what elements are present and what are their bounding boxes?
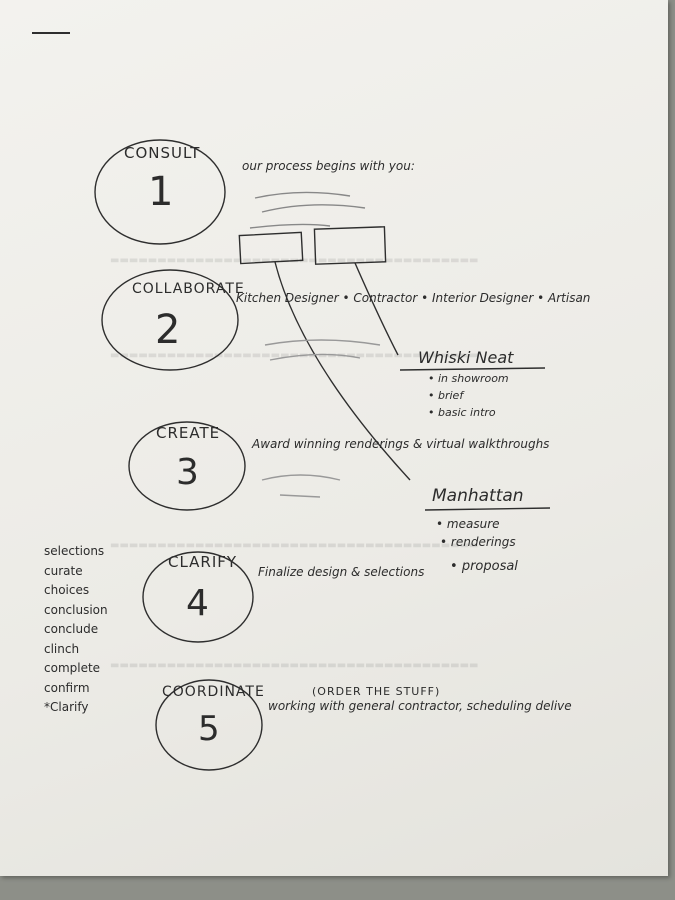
circle-step-3 <box>128 421 246 511</box>
underline-whiski <box>399 367 546 371</box>
step-2-note: Kitchen Designer • Contractor • Interior… <box>236 291 591 305</box>
paper-sheet <box>0 0 668 876</box>
step-4-note: Finalize design & selections <box>258 565 425 579</box>
step-1-number: 1 <box>148 169 175 215</box>
connector-line-1 <box>274 261 411 481</box>
location-item-text: in showroom <box>438 372 509 385</box>
scribble-lines <box>261 474 341 498</box>
location-whiski-neat: Whiski Neat <box>418 348 514 367</box>
word-list: selections curate choices conclusion con… <box>44 542 108 718</box>
faint-printed-text: ▬▬▬▬▬▬▬▬▬▬▬▬▬▬▬▬▬▬▬▬▬▬▬▬▬▬▬▬▬▬▬▬▬▬▬▬▬▬▬ <box>110 540 479 551</box>
scribble-lines <box>264 339 381 361</box>
location-item: • brief <box>428 389 464 402</box>
location-item-text: measure <box>446 517 500 531</box>
step-5-title: COORDINATE <box>162 684 265 700</box>
step-3-number: 3 <box>176 452 200 493</box>
location-item-text: basic intro <box>438 406 496 419</box>
location-item: • renderings <box>440 535 516 549</box>
word-list-item: clinch <box>44 641 80 656</box>
location-item-text: brief <box>438 389 464 402</box>
location-manhattan: Manhattan <box>432 486 524 506</box>
scribble-lines <box>249 191 366 229</box>
step-1-title: CONSULT <box>124 144 201 162</box>
word-list-item: curate <box>44 563 83 578</box>
step-2-title: COLLABORATE <box>132 281 245 297</box>
word-list-item: *Clarify <box>44 700 89 714</box>
photo-box-2 <box>313 226 387 265</box>
step-4-title: CLARIFY <box>168 553 238 571</box>
word-list-item: choices <box>44 583 90 597</box>
circle-step-1 <box>94 139 226 245</box>
step-5-number: 5 <box>198 709 221 749</box>
circle-step-2 <box>101 269 239 371</box>
location-item-text: proposal <box>461 559 518 574</box>
step-5-subtitle: (ORDER THE STUFF) <box>312 685 441 698</box>
step-1-note: our process begins with you: <box>242 159 415 173</box>
connector-line-2 <box>354 262 399 356</box>
photo-box-1 <box>238 231 304 265</box>
circle-step-4 <box>142 551 254 643</box>
step-3-note: Award winning renderings & virtual walkt… <box>252 437 550 451</box>
step-2-number: 2 <box>155 307 182 353</box>
location-item: • basic intro <box>428 406 496 419</box>
word-list-item: conclude <box>44 622 99 636</box>
location-item-text: renderings <box>450 535 516 549</box>
step-4-number: 4 <box>186 583 210 624</box>
step-5-note: working with general contractor, schedul… <box>268 699 572 713</box>
location-item: • measure <box>436 517 500 531</box>
word-list-item: selections <box>44 544 105 558</box>
word-list-item: complete <box>44 661 101 675</box>
circle-step-5 <box>155 679 263 771</box>
faint-printed-text: ▬▬▬▬▬▬▬▬▬▬▬▬▬▬▬▬▬▬▬▬▬▬▬▬▬▬▬▬▬▬▬▬▬▬▬▬▬▬▬ <box>110 660 479 671</box>
underline-manhattan <box>424 507 551 511</box>
word-list-item: confirm <box>44 680 90 695</box>
location-item: • in showroom <box>428 372 509 385</box>
step-3-title: CREATE <box>156 424 221 442</box>
location-item: • proposal <box>450 559 518 574</box>
word-list-item: conclusion <box>44 602 108 617</box>
